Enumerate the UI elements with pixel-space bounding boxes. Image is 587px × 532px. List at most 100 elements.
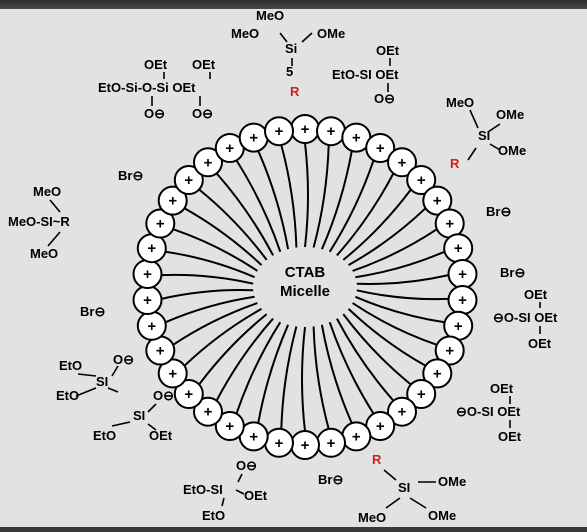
positive-charge-sign: + xyxy=(417,386,426,403)
silane-group-label: OEt xyxy=(149,428,173,443)
silane-group-label: Si xyxy=(285,41,297,56)
surfactant-tail xyxy=(235,159,282,253)
surfactant-tail xyxy=(355,250,445,279)
ammonium-head xyxy=(365,133,396,163)
ammonium-head xyxy=(214,411,245,441)
silane-group-label: 5 xyxy=(286,64,293,79)
positive-charge-sign: + xyxy=(204,404,213,421)
surfactant-tail xyxy=(356,289,449,301)
surfactant-heads: ++++++++++++++++++++++++++++++++++++++ xyxy=(132,114,478,460)
ammonium-head xyxy=(406,379,437,409)
bond-line xyxy=(111,365,119,377)
substituent-r-label: R xyxy=(290,84,300,99)
silane-group-label: OMe xyxy=(428,508,456,523)
surfactant-tail xyxy=(301,326,306,432)
ammonium-head xyxy=(422,185,453,216)
surfactant-tail xyxy=(348,207,427,266)
positive-charge-sign: + xyxy=(184,172,193,189)
positive-charge-sign: + xyxy=(143,292,152,309)
silane-group-label: ⊖O-SI OEt xyxy=(493,310,558,325)
diagram-canvas: ++++++++++++++++++++++++++++++++++++++ C… xyxy=(0,8,587,527)
bond-line xyxy=(221,497,225,507)
silane-group-label: OMe xyxy=(498,143,526,158)
bond-line xyxy=(75,387,97,397)
silane-group-label: OMe xyxy=(438,474,466,489)
silane-group-label: ⊖O-SI OEt xyxy=(456,404,521,419)
silane-group-label: MeO xyxy=(446,95,474,110)
bond-line xyxy=(49,199,61,213)
surfactant-tails xyxy=(161,142,449,432)
surfactant-tail xyxy=(347,308,427,367)
positive-charge-sign: + xyxy=(301,437,310,454)
positive-charge-sign: + xyxy=(156,343,165,360)
surfactant-tail xyxy=(280,326,298,430)
surfactant-tail xyxy=(235,321,282,414)
positive-charge-sign: + xyxy=(249,130,258,147)
surfactant-tail xyxy=(165,250,255,279)
bond-line xyxy=(107,387,119,393)
surfactant-tail xyxy=(320,324,353,424)
positive-charge-sign: + xyxy=(275,123,284,140)
silane-group-label: OEt xyxy=(528,336,552,351)
silane-group-label: EtO-Si-O-Si OEt xyxy=(98,80,196,95)
surfactant-tail xyxy=(257,150,290,250)
silane-group-label: O⊖ xyxy=(113,352,134,367)
silane-group-label: OEt xyxy=(244,488,268,503)
bromide-anion-label: Br⊖ xyxy=(500,265,525,280)
silane-group-label: O⊖ xyxy=(144,106,165,121)
ammonium-head xyxy=(157,185,188,216)
surfactant-tail xyxy=(342,313,412,386)
positive-charge-sign: + xyxy=(327,123,336,140)
substituent-r-label: R xyxy=(372,452,382,467)
silane-group-label: O⊖ xyxy=(374,91,395,106)
positive-charge-sign: + xyxy=(417,172,426,189)
positive-charge-sign: + xyxy=(225,140,234,157)
bond-line xyxy=(147,423,157,431)
bromide-anion-label: Br⊖ xyxy=(486,204,511,219)
silane-group-label: MeO xyxy=(358,510,386,525)
positive-charge-sign: + xyxy=(156,216,165,233)
silane-group-label: OEt xyxy=(524,287,548,302)
positive-charge-sign: + xyxy=(454,240,463,257)
silane-group-label: EtO-SI OEt xyxy=(332,67,399,82)
silane-group-label: EtO xyxy=(202,508,225,523)
surfactant-tail xyxy=(198,313,268,386)
silane-group-label: SI xyxy=(96,374,108,389)
bromide-anion-label: Br⊖ xyxy=(118,168,143,183)
ammonium-head xyxy=(145,208,176,239)
silane-group-label: EtO-SI xyxy=(183,482,223,497)
ammonium-head xyxy=(422,358,453,389)
surfactant-tail xyxy=(172,228,258,272)
silane-group-label: SI xyxy=(398,480,410,495)
positive-charge-sign: + xyxy=(225,418,234,435)
silane-group-label: OEt xyxy=(498,429,522,444)
bond-line xyxy=(111,421,131,427)
bromide-anion-label: Br⊖ xyxy=(80,304,105,319)
positive-charge-sign: + xyxy=(184,386,193,403)
surfactant-tail xyxy=(352,228,438,272)
bond-line xyxy=(279,32,288,43)
positive-charge-sign: + xyxy=(168,193,177,210)
surfactant-tail xyxy=(320,150,353,250)
ammonium-head xyxy=(434,335,465,366)
silane-group-label: EtO xyxy=(59,358,82,373)
positive-charge-sign: + xyxy=(445,343,454,360)
positive-charge-sign: + xyxy=(398,404,407,421)
surfactant-tail xyxy=(198,188,268,261)
silane-group-label: SI xyxy=(478,128,490,143)
silane-group-label: OEt xyxy=(376,43,400,58)
bond-line xyxy=(409,497,427,509)
surfactant-tail xyxy=(280,144,298,248)
silane-group-label: OEt xyxy=(490,381,514,396)
positive-charge-sign: + xyxy=(301,121,310,138)
surfactant-tail xyxy=(336,318,395,402)
positive-charge-sign: + xyxy=(143,266,152,283)
positive-charge-sign: + xyxy=(352,130,361,147)
bond-line xyxy=(383,469,397,481)
surfactant-tail xyxy=(328,321,375,415)
silane-group-label: O⊖ xyxy=(236,458,257,473)
silane-group-label: O⊖ xyxy=(153,388,174,403)
surfactant-tail xyxy=(352,302,438,346)
silane-group-label: SI xyxy=(133,408,145,423)
positive-charge-sign: + xyxy=(433,365,442,382)
